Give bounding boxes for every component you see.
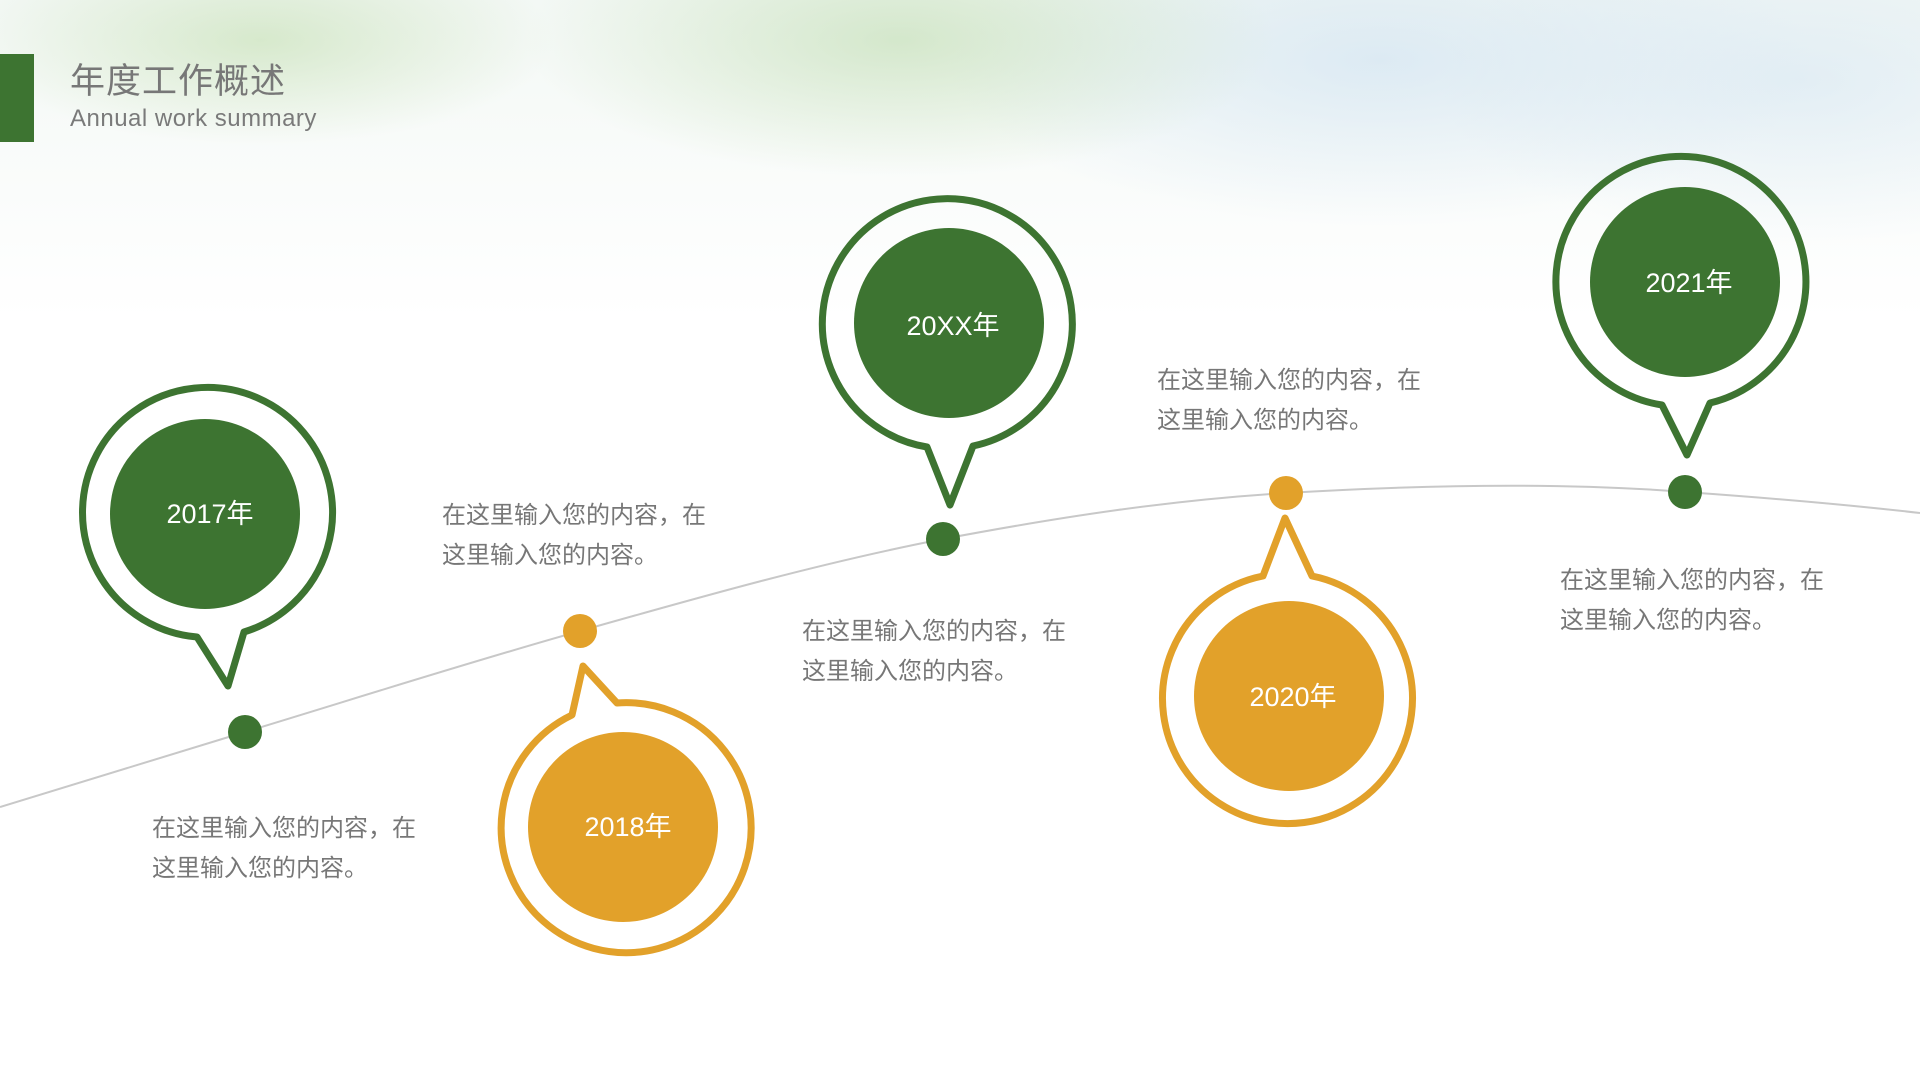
pin-outline-20xx bbox=[818, 195, 1076, 509]
pin-disc-2020 bbox=[1194, 601, 1384, 791]
description-line: 这里输入您的内容。 bbox=[1157, 406, 1373, 434]
pin-outline-2021 bbox=[1552, 153, 1810, 459]
description-line: 这里输入您的内容。 bbox=[442, 541, 658, 569]
page-subtitle: Annual work summary bbox=[70, 105, 317, 132]
description-2018: 在这里输入您的内容，在 这里输入您的内容。 bbox=[442, 495, 752, 575]
year-label-20xx: 20XX年 bbox=[906, 311, 1000, 341]
timeline-dot-2018[interactable] bbox=[563, 614, 597, 648]
pin-2018 bbox=[497, 614, 755, 957]
description-2020: 在这里输入您的内容，在 这里输入您的内容。 bbox=[1157, 360, 1467, 440]
pin-disc-20xx bbox=[854, 228, 1044, 418]
year-label-2018: 2018年 bbox=[584, 812, 672, 842]
pin-2020 bbox=[1159, 476, 1416, 828]
pin-outline-2020 bbox=[1159, 514, 1416, 828]
timeline-dot-2020[interactable] bbox=[1269, 476, 1303, 510]
description-line: 在这里输入您的内容，在 bbox=[802, 617, 1066, 645]
description-line: 在这里输入您的内容，在 bbox=[442, 501, 706, 529]
year-label-2021: 2021年 bbox=[1645, 268, 1733, 298]
timeline-dot-2021[interactable] bbox=[1668, 475, 1702, 509]
description-2021: 在这里输入您的内容，在 这里输入您的内容。 bbox=[1560, 560, 1870, 640]
description-line: 在这里输入您的内容，在 bbox=[152, 814, 416, 842]
pin-disc-2018 bbox=[528, 732, 718, 922]
pin-20xx bbox=[818, 195, 1076, 556]
description-line: 在这里输入您的内容，在 bbox=[1560, 566, 1824, 594]
year-label-2017: 2017年 bbox=[166, 499, 254, 529]
title-accent-bar bbox=[0, 54, 34, 142]
year-label-2020: 2020年 bbox=[1249, 682, 1337, 712]
pin-outline-2017 bbox=[79, 384, 336, 690]
timeline-dot-20xx[interactable] bbox=[926, 522, 960, 556]
description-line: 这里输入您的内容。 bbox=[802, 657, 1018, 685]
pin-disc-2017 bbox=[110, 419, 300, 609]
pin-disc-2021 bbox=[1590, 187, 1780, 377]
pin-2017 bbox=[79, 384, 336, 749]
timeline-dot-2017[interactable] bbox=[228, 715, 262, 749]
description-20xx: 在这里输入您的内容，在 这里输入您的内容。 bbox=[802, 611, 1112, 691]
description-line: 这里输入您的内容。 bbox=[152, 854, 368, 882]
description-line: 这里输入您的内容。 bbox=[1560, 606, 1776, 634]
pin-outline-2018 bbox=[497, 662, 755, 957]
description-line: 在这里输入您的内容，在 bbox=[1157, 366, 1421, 394]
page-title: 年度工作概述 bbox=[70, 62, 287, 102]
pin-2021 bbox=[1552, 153, 1810, 509]
description-2017: 在这里输入您的内容，在 这里输入您的内容。 bbox=[152, 808, 462, 888]
